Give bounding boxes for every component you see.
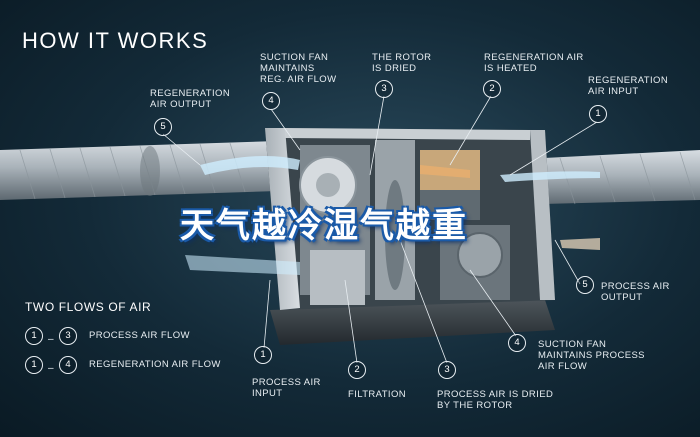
legend-label: PROCESS AIR FLOW (89, 330, 190, 341)
unit-housing (265, 128, 555, 345)
legend-to-number: 4 (59, 356, 77, 374)
callout-label-process-dried: PROCESS AIR IS DRIED BY THE ROTOR (437, 389, 554, 411)
watermark-text: 天气越冷湿气越重 (180, 206, 468, 246)
callout-number-process-dried: 3 (438, 361, 456, 379)
callout-number-suction-fan-process: 4 (508, 334, 526, 352)
callout-number-process-output: 5 (576, 276, 594, 294)
callout-number-regen-input: 1 (589, 105, 607, 123)
legend-dash: – (48, 334, 54, 345)
legend-row-regeneration-air: 1 – 4 REGENERATION AIR FLOW (25, 356, 245, 374)
callout-label-rotor-dried: THE ROTOR IS DRIED (372, 52, 432, 74)
callout-number-regen-heated: 2 (483, 80, 501, 98)
callout-leader-lines (162, 95, 598, 364)
callout-number-process-input: 1 (254, 346, 272, 364)
left-duct (0, 140, 310, 200)
callout-number-rotor-dried: 3 (375, 80, 393, 98)
legend-dash: – (48, 363, 54, 374)
legend-from-number: 1 (25, 356, 43, 374)
legend-to-number: 3 (59, 327, 77, 345)
callout-number-suction-fan-regen: 4 (262, 92, 280, 110)
callout-label-filtration: FILTRATION (348, 389, 407, 400)
callout-label-regen-output: REGENERATION AIR OUTPUT (150, 88, 231, 110)
callout-label-process-output: PROCESS AIR OUTPUT (601, 281, 670, 303)
legend-title: TWO FLOWS OF AIR (25, 300, 152, 314)
callout-label-suction-fan-regen: SUCTION FAN MAINTAINS REG. AIR FLOW (260, 52, 337, 85)
page-title: HOW IT WORKS (22, 28, 209, 53)
callout-number-regen-output: 5 (154, 118, 172, 136)
callout-label-suction-fan-process: SUCTION FAN MAINTAINS PROCESS AIR FLOW (538, 339, 645, 372)
legend-row-process-air: 1 – 3 PROCESS AIR FLOW (25, 327, 245, 345)
callout-label-regen-input: REGENERATION AIR INPUT (588, 75, 669, 97)
callout-label-regen-heated: REGENERATION AIR IS HEATED (484, 52, 584, 74)
right-duct (505, 150, 700, 205)
callout-number-filtration: 2 (348, 361, 366, 379)
callout-label-process-input: PROCESS AIR INPUT (252, 377, 321, 399)
airflow-arrows (185, 156, 600, 275)
legend-label: REGENERATION AIR FLOW (89, 359, 221, 370)
legend-from-number: 1 (25, 327, 43, 345)
